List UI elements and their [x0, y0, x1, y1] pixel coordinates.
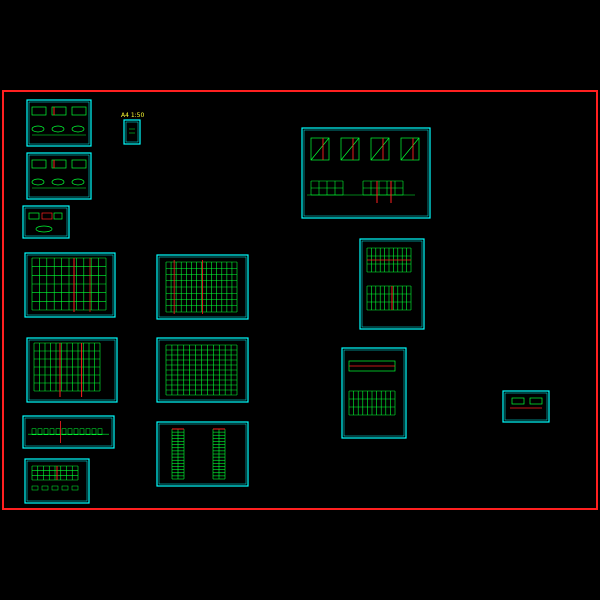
sheet-plan-1	[24, 252, 116, 318]
sheet-grid-1	[156, 254, 249, 320]
drawing-border	[2, 90, 598, 510]
sheet-plan-tall	[359, 238, 425, 330]
scale-label: A4 1:50	[121, 112, 145, 119]
sheet-columns	[156, 421, 249, 487]
sheet-plan-2	[26, 337, 118, 403]
sheet-plan-medium	[341, 347, 407, 439]
sheet-section-1	[24, 458, 90, 504]
sheet-a4-thumbnail	[123, 119, 141, 145]
sheet-detail-3	[22, 205, 70, 239]
sheet-small-detail	[502, 390, 550, 423]
sheet-stair-details	[301, 127, 431, 219]
sheet-elevation-1	[22, 415, 115, 449]
sheet-detail-1	[26, 99, 92, 147]
sheet-detail-2	[26, 152, 92, 200]
sheet-grid-2	[156, 337, 249, 403]
